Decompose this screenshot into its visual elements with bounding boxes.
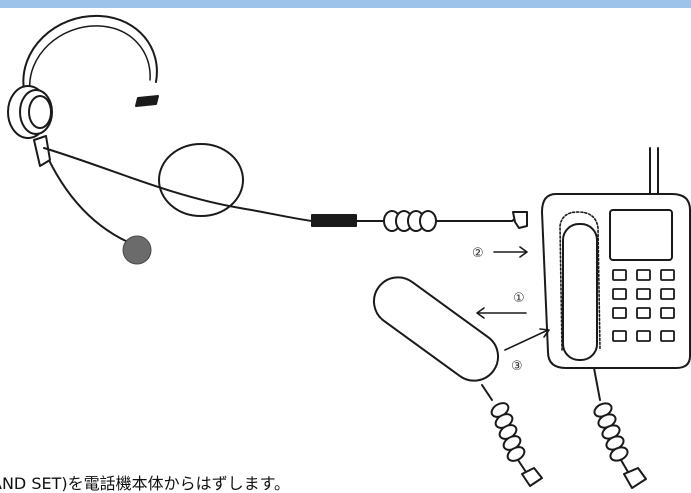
- telephone: [541, 147, 691, 369]
- modular-plug: [512, 211, 528, 229]
- arrow-step3: [504, 328, 550, 351]
- coiled-cord: [383, 210, 437, 232]
- keypad: [612, 269, 675, 342]
- arrow-step1: [476, 307, 527, 319]
- headset: [7, 14, 159, 265]
- step-1-label: ①: [513, 291, 525, 306]
- inline-connector: [311, 214, 357, 227]
- ear-piece: [7, 85, 53, 139]
- removed-handset: [372, 276, 500, 382]
- step-2-label: ②: [472, 246, 484, 261]
- phone-display: [609, 209, 673, 261]
- cable-loop: [158, 143, 244, 217]
- instruction-caption: AND SET)を電話機本体からはずします。: [0, 474, 291, 493]
- mic-boom: [39, 139, 131, 244]
- headband-end-pad: [135, 95, 159, 107]
- cradled-handset: [562, 223, 598, 361]
- arrow-step2: [493, 246, 528, 258]
- headset-cable: [43, 147, 313, 222]
- handset-cord-left: [481, 384, 543, 487]
- handset-cradle: [559, 211, 601, 351]
- top-bar: [0, 0, 691, 8]
- mic-ball: [122, 235, 152, 265]
- handset-cord-right: [593, 367, 647, 489]
- step-3-label: ③: [511, 359, 523, 374]
- headband: [22, 14, 158, 91]
